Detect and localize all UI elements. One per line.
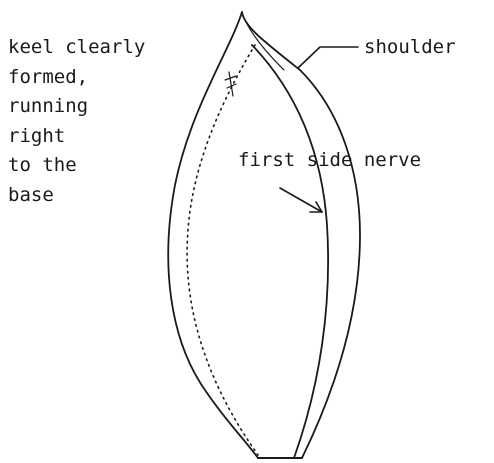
keel-marks xyxy=(225,72,236,96)
shoulder-pointer-line xyxy=(298,47,358,68)
first-side-nerve-label: first side nerve xyxy=(238,146,421,176)
first-side-nerve-arrow-shaft xyxy=(280,188,322,212)
keel-label-line-6: base xyxy=(8,181,145,211)
lemma-right-margin xyxy=(242,12,360,458)
keel-label-line-3: running xyxy=(8,92,145,122)
keel-line xyxy=(187,45,258,455)
keel-label-line-2: formed, xyxy=(8,63,145,93)
keel-label-line-4: right xyxy=(8,122,145,152)
first-side-nerve-line xyxy=(252,45,328,458)
keel-label-line-1: keel clearly xyxy=(8,33,145,63)
lemma-left-margin xyxy=(168,12,258,458)
shoulder-label: shoulder xyxy=(364,33,456,63)
keel-label-line-5: to the xyxy=(8,151,145,181)
